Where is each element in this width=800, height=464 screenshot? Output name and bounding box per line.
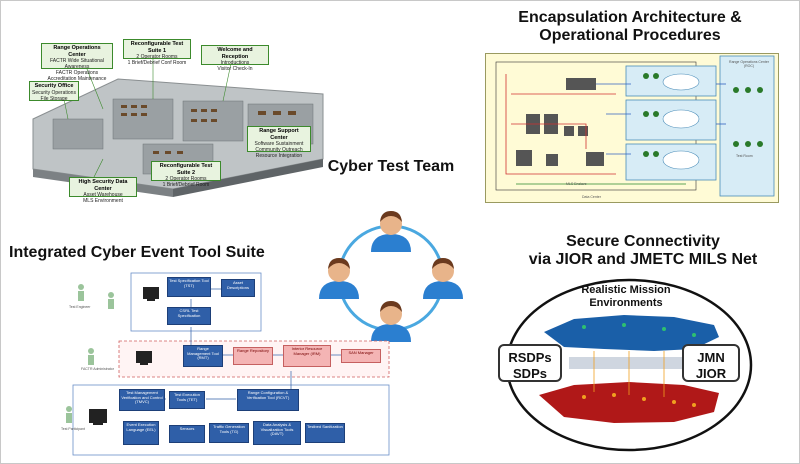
callout-reconfigurable-suite-2: Reconfigurable Test Suite 2 2 Operator R… <box>151 161 221 188</box>
tool-csrl-test-spec: CSRL Test Specification <box>167 307 211 325</box>
label-realistic-mission: Realistic Mission Environments <box>581 284 671 309</box>
label-test-participant: Test Participant <box>61 427 85 431</box>
title-secure-connectivity: Secure Connectivity via JIOR and JMETC M… <box>528 233 758 269</box>
tool-testbed-sanitization: Testbed Sanitization <box>305 423 345 443</box>
us-map-bottom <box>539 382 719 423</box>
tool-test-management: Test Management Verification and Control… <box>119 389 165 411</box>
arch-roc-label: Range Operations Center (ROC) <box>729 60 769 68</box>
person-icon <box>319 258 359 299</box>
secure-connectivity-diagram <box>505 278 753 452</box>
person-icon <box>371 211 411 252</box>
callout-range-operations-center: Range Operations Center FACTR Wide Situa… <box>41 43 113 82</box>
callout-jmn-jior: JMN JIOR <box>682 344 740 382</box>
label-factr-admin: FACTR Administrator <box>81 367 114 371</box>
tool-interior-resource-manager: Interior Resource Manager (IRM) <box>283 345 331 367</box>
tool-test-execution: Test Execution Tools (TET) <box>169 391 205 409</box>
callout-rsdps-sdps: RSDPs SDPs <box>498 344 562 382</box>
arch-test-room-label: Test Room <box>736 154 753 158</box>
tool-asset-descriptions: Asset Descriptions <box>221 279 255 297</box>
tool-suite-diagram: Test Specification Tool (TST) Asset Desc… <box>61 269 391 457</box>
tool-test-specification: Test Specification Tool (TST) <box>167 277 211 297</box>
callout-high-security-data-center: High Security Data Center Asset Warehous… <box>69 177 137 204</box>
computer-icon <box>89 287 159 425</box>
callout-security-office: Security Office Security Operations File… <box>29 81 79 102</box>
title-tool-suite: Integrated Cyber Event Tool Suite <box>9 244 265 261</box>
tool-data-analysis: Data Analysis & Visualization Tools (DAV… <box>253 421 301 445</box>
title-cyber-test-team: Cyber Test Team <box>327 158 455 175</box>
tool-event-execution-language: Event Execution Language (EEL) <box>123 421 159 445</box>
tool-range-configuration: Range Configuration & Verification Tool … <box>237 389 299 411</box>
cyber-test-team-graphic <box>319 211 463 342</box>
callout-range-support-center: Range Support Center Software Sustainmen… <box>247 126 311 159</box>
callout-welcome-reception: Welcome and Reception Introductions Visi… <box>201 45 269 72</box>
tool-range-repository: Range Repository <box>233 347 273 365</box>
tool-sensors: Sensors <box>169 425 205 443</box>
user-figure-icon <box>66 284 114 423</box>
encapsulation-architecture-diagram: Range Operations Center (ROC) Test Room … <box>485 53 779 203</box>
tool-range-management: Range Management Tool (RMT) <box>183 345 223 367</box>
person-icon <box>371 301 411 342</box>
tool-traffic-generation: Traffic Generation Tools (TG) <box>209 423 249 443</box>
us-map-top <box>544 315 719 351</box>
callout-reconfigurable-suite-1: Reconfigurable Test Suite 1 2 Operator R… <box>123 39 191 66</box>
arch-dc-label: Data Center <box>582 195 601 199</box>
label-test-engineer: Test Engineer <box>69 305 91 309</box>
title-encapsulation: Encapsulation Architecture & Operational… <box>518 9 742 45</box>
tool-san-manager: SAN Manager <box>341 349 381 363</box>
person-icon <box>423 258 463 299</box>
arch-mls-label: MLS Enclave <box>566 182 587 186</box>
